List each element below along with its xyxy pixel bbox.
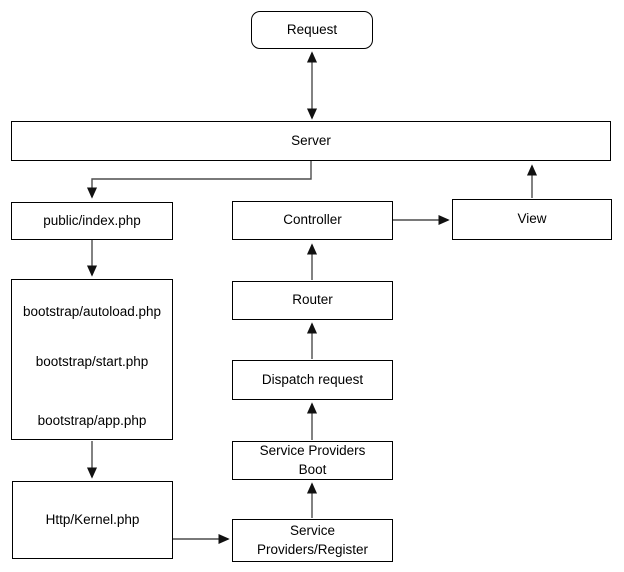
edge-server-to-public-index [86,161,312,199]
node-dispatch-request: Dispatch request [232,360,393,400]
node-bootstrap-start: bootstrap/start.php [35,354,149,369]
node-bootstrap-app: bootstrap/app.php [37,413,147,428]
node-request: Request [251,11,373,49]
node-server: Server [11,121,611,161]
node-service-providers-boot: Service Providers Boot [232,441,393,480]
node-service-providers-register-line1: Service [289,523,335,539]
node-controller: Controller [232,201,393,240]
node-service-providers-boot-line1: Service Providers [259,443,366,459]
node-public-index: public/index.php [11,202,173,240]
node-view: View [452,199,612,240]
node-service-providers-register: Service Providers/Register [232,519,393,562]
node-http-kernel: Http/Kernel.php [12,481,173,559]
node-service-providers-register-line2: Providers/Register [256,541,369,557]
node-service-providers-boot-line2: Boot [298,461,327,477]
node-bootstrap-group [11,279,173,440]
node-bootstrap-autoload: bootstrap/autoload.php [22,304,162,319]
node-router: Router [232,281,393,320]
